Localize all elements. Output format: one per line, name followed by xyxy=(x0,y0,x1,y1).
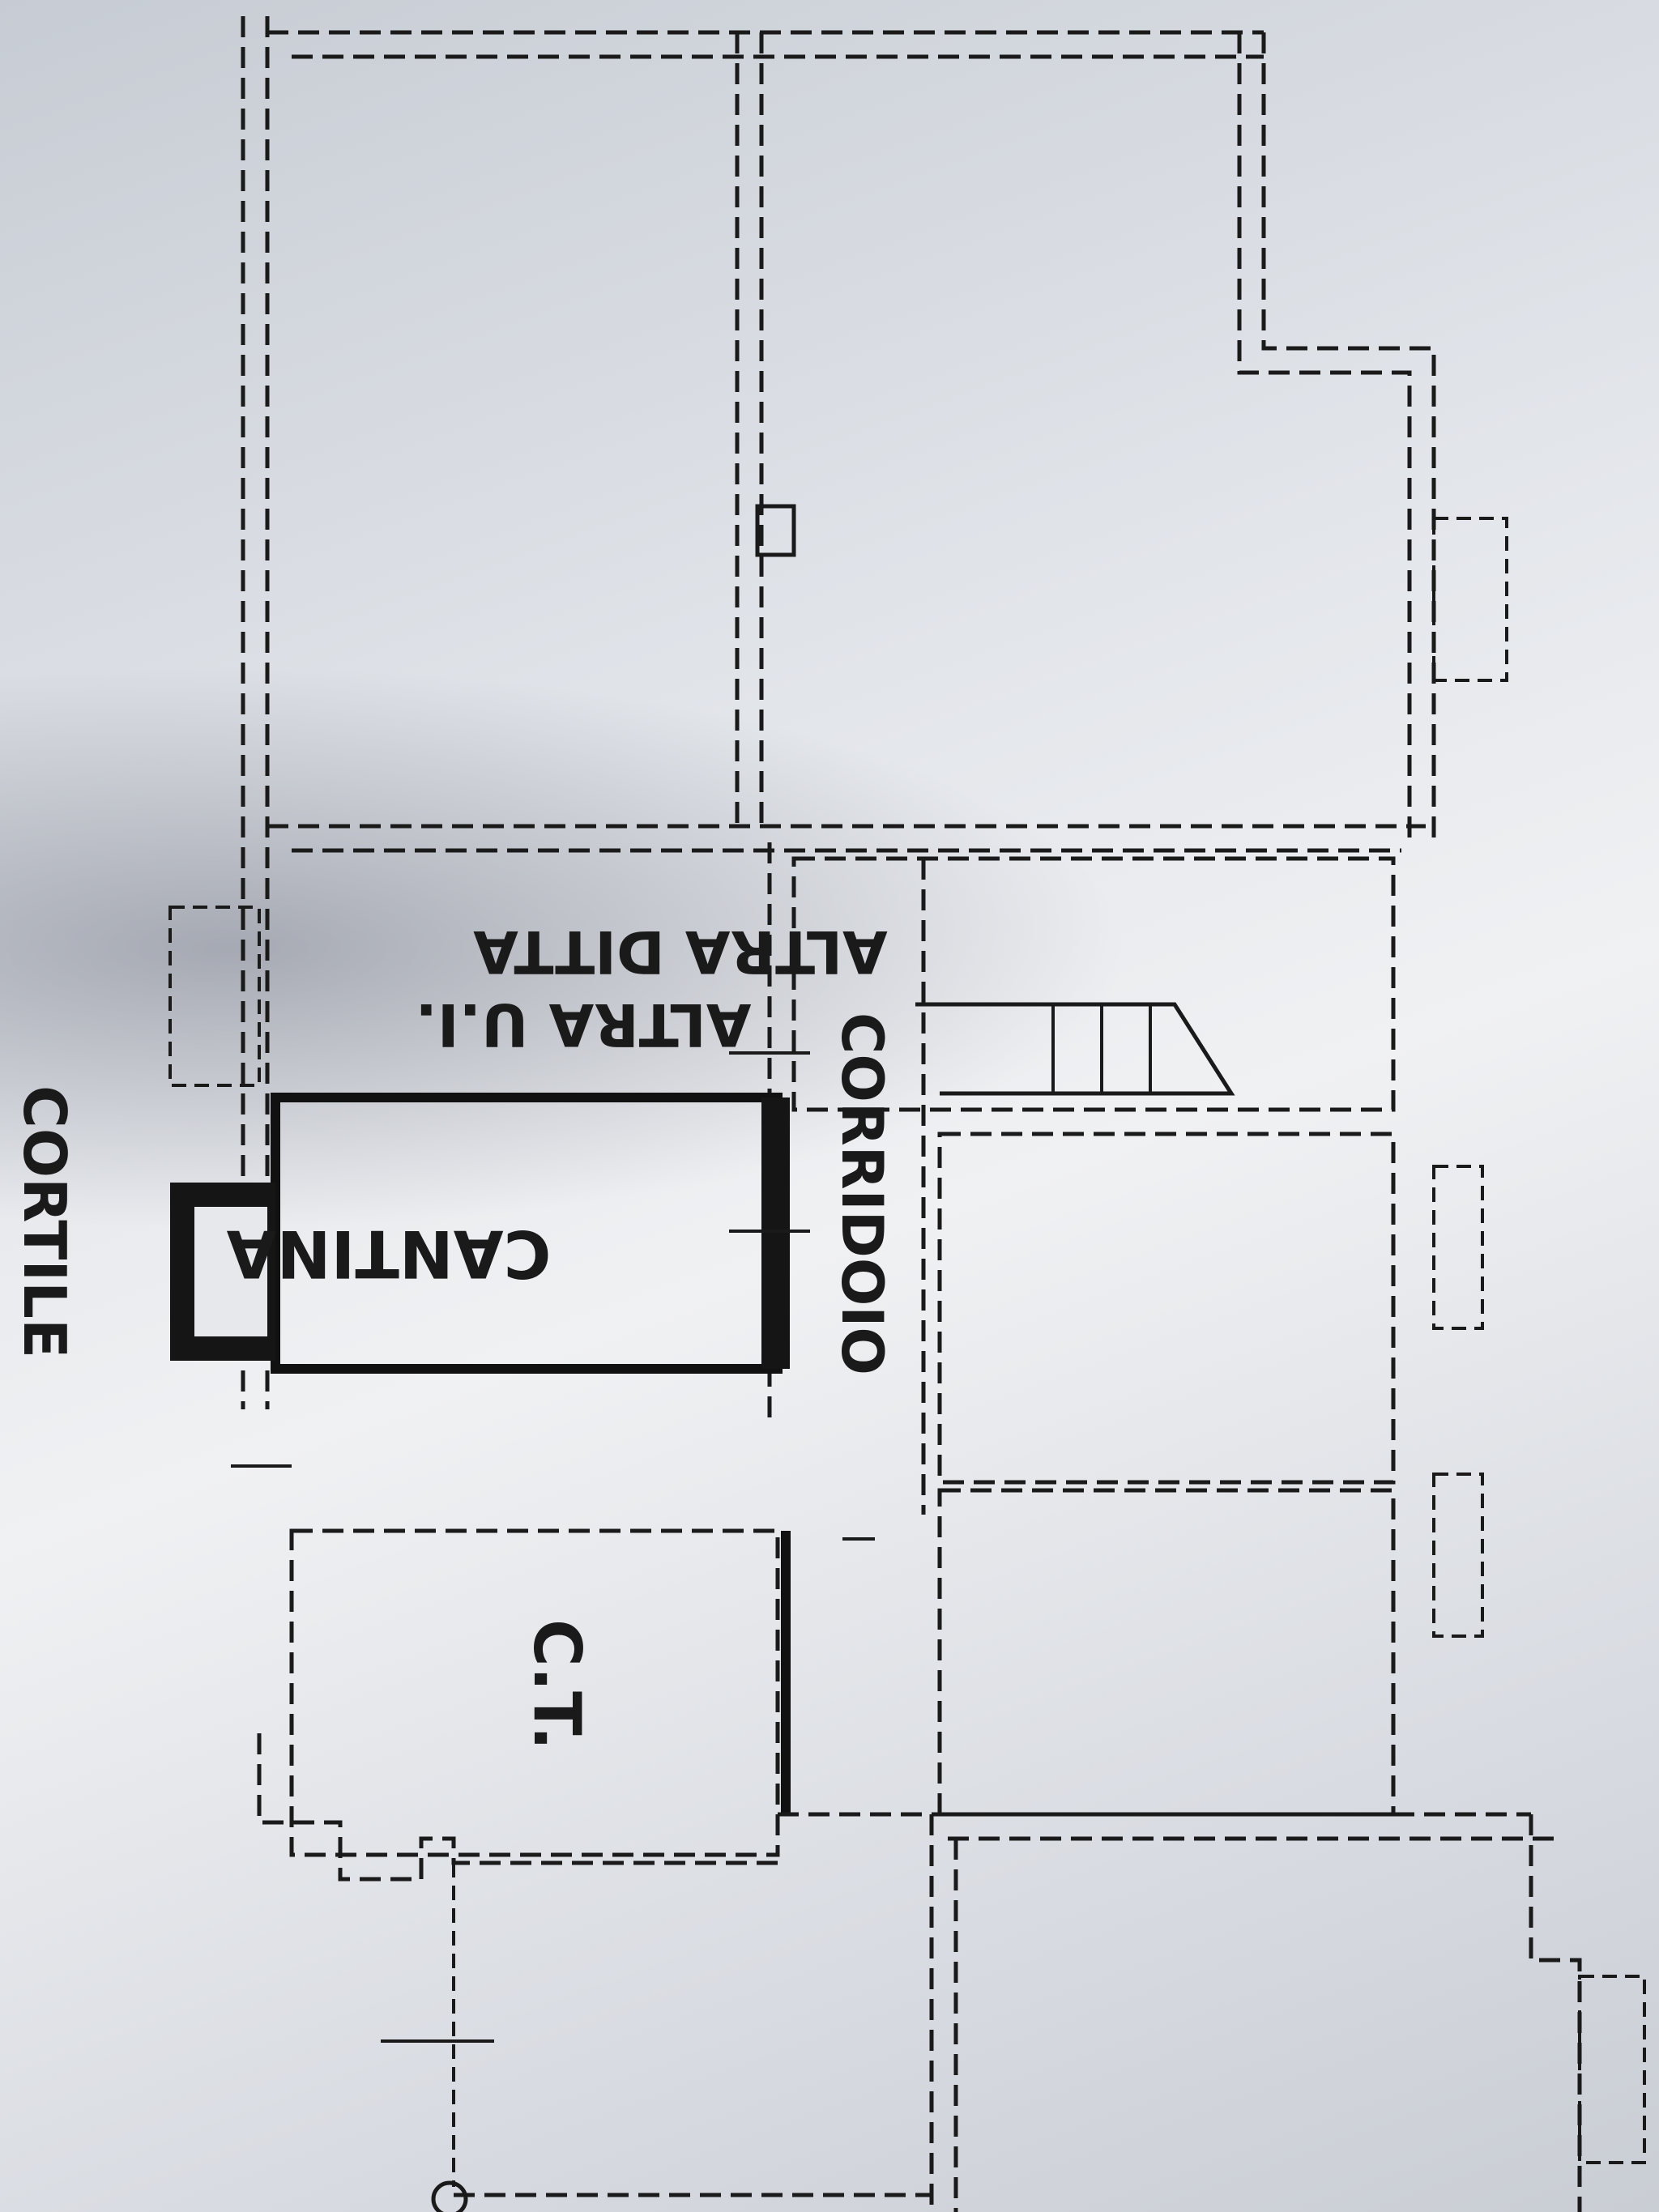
cantina-door-jamb xyxy=(761,1097,790,1369)
ct-room[interactable] xyxy=(289,1528,780,1857)
label-corridoio: CORRIDOIO xyxy=(829,1012,895,1375)
bay-window-4 xyxy=(1578,1975,1646,2164)
ct-lower-stepped-wall xyxy=(257,1733,778,1882)
wall-right-upper-b xyxy=(1237,32,1412,842)
label-ct: C.T. xyxy=(519,1619,595,1750)
room-right-top xyxy=(791,856,1396,1112)
bay-window-3 xyxy=(1432,1473,1484,1638)
room-right-lower xyxy=(937,1488,1396,1817)
bay-window-1 xyxy=(1432,517,1508,682)
window-marker xyxy=(755,504,796,557)
cantina-niche-inner xyxy=(194,1207,267,1336)
label-altra-ui: ALTRA U.I. xyxy=(416,991,752,1059)
column-marker xyxy=(431,2180,468,2212)
wall-lower-right xyxy=(1529,1814,1582,2212)
altra-ui-annex xyxy=(168,906,261,1087)
stair xyxy=(915,1002,1235,1096)
room-right-middle xyxy=(937,1132,1396,1485)
wall-right-upper xyxy=(1261,32,1436,842)
label-cortile: CORTILE xyxy=(11,1085,79,1358)
label-cantina: CANTINA xyxy=(227,1216,552,1291)
label-altra-ditta: ALTRA DITTA xyxy=(473,918,888,986)
bay-window-2 xyxy=(1432,1165,1484,1330)
